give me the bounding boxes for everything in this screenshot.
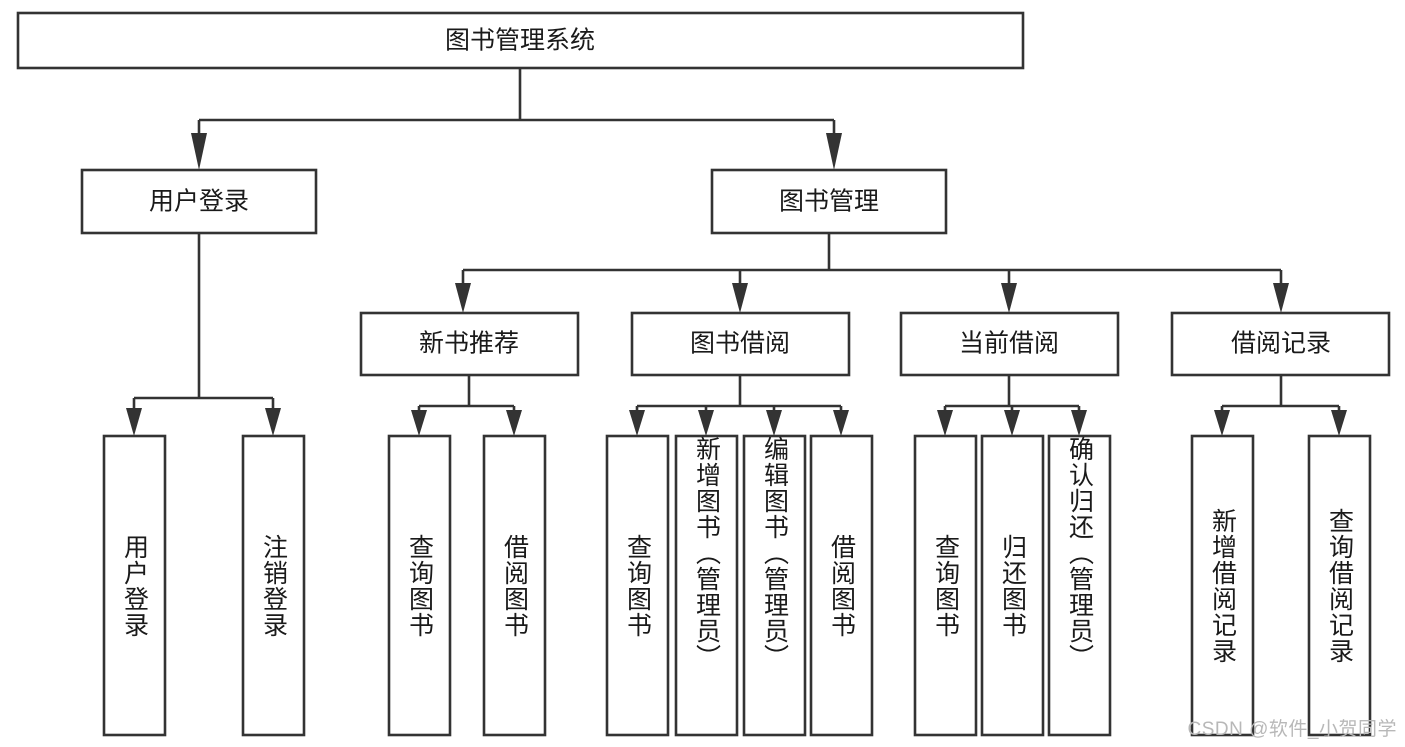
connector-bookmanagement-to-level3: [455, 233, 1289, 313]
node-leaf-query-record[interactable]: [1307, 434, 1372, 737]
node-new-book-recommend-label: 新书推荐: [419, 330, 519, 358]
node-new-book-recommend[interactable]: 新书推荐: [359, 311, 580, 377]
connector-userlogin-to-leaves: [126, 233, 281, 436]
node-root-label: 图书管理系统: [445, 27, 595, 55]
node-user-login-label: 用户登录: [149, 188, 249, 216]
node-root[interactable]: 图书管理系统: [16, 11, 1025, 70]
node-leaf-query-book-2[interactable]: [605, 434, 670, 737]
node-leaf-add-book[interactable]: [674, 434, 739, 737]
node-leaf-confirm-return[interactable]: [1047, 434, 1112, 737]
node-leaf-query-book-3[interactable]: [913, 434, 978, 737]
node-current-borrow-label: 当前借阅: [959, 330, 1059, 358]
node-book-borrow[interactable]: 图书借阅: [630, 311, 851, 377]
node-leaf-return-book[interactable]: [980, 434, 1045, 737]
node-borrow-record-label: 借阅记录: [1231, 330, 1331, 358]
csdn-watermark: CSDN @软件_小贺同学: [1187, 719, 1397, 740]
node-leaf-borrow-book-1[interactable]: [482, 434, 547, 737]
node-user-login[interactable]: 用户登录: [80, 168, 318, 235]
connector-borrowrecord-to-leaves: [1214, 375, 1347, 436]
node-book-management-label: 图书管理: [779, 188, 879, 216]
node-leaf-add-record[interactable]: [1190, 434, 1255, 737]
node-leaf-user-login[interactable]: [102, 434, 167, 737]
node-book-borrow-label: 图书借阅: [690, 330, 790, 358]
node-leaf-query-book-1[interactable]: [387, 434, 452, 737]
connector-currentborrow-to-leaves: [937, 375, 1087, 436]
node-borrow-record[interactable]: 借阅记录: [1170, 311, 1391, 377]
node-leaf-borrow-book-2[interactable]: [809, 434, 874, 737]
node-book-management[interactable]: 图书管理: [710, 168, 948, 235]
node-current-borrow[interactable]: 当前借阅: [899, 311, 1120, 377]
connector-root-to-level2: [191, 68, 842, 170]
connector-bookborrow-to-leaves: [629, 375, 849, 436]
node-leaf-edit-book[interactable]: [742, 434, 807, 737]
node-leaf-logout-login[interactable]: [241, 434, 306, 737]
connector-newbook-to-leaves: [411, 375, 522, 436]
